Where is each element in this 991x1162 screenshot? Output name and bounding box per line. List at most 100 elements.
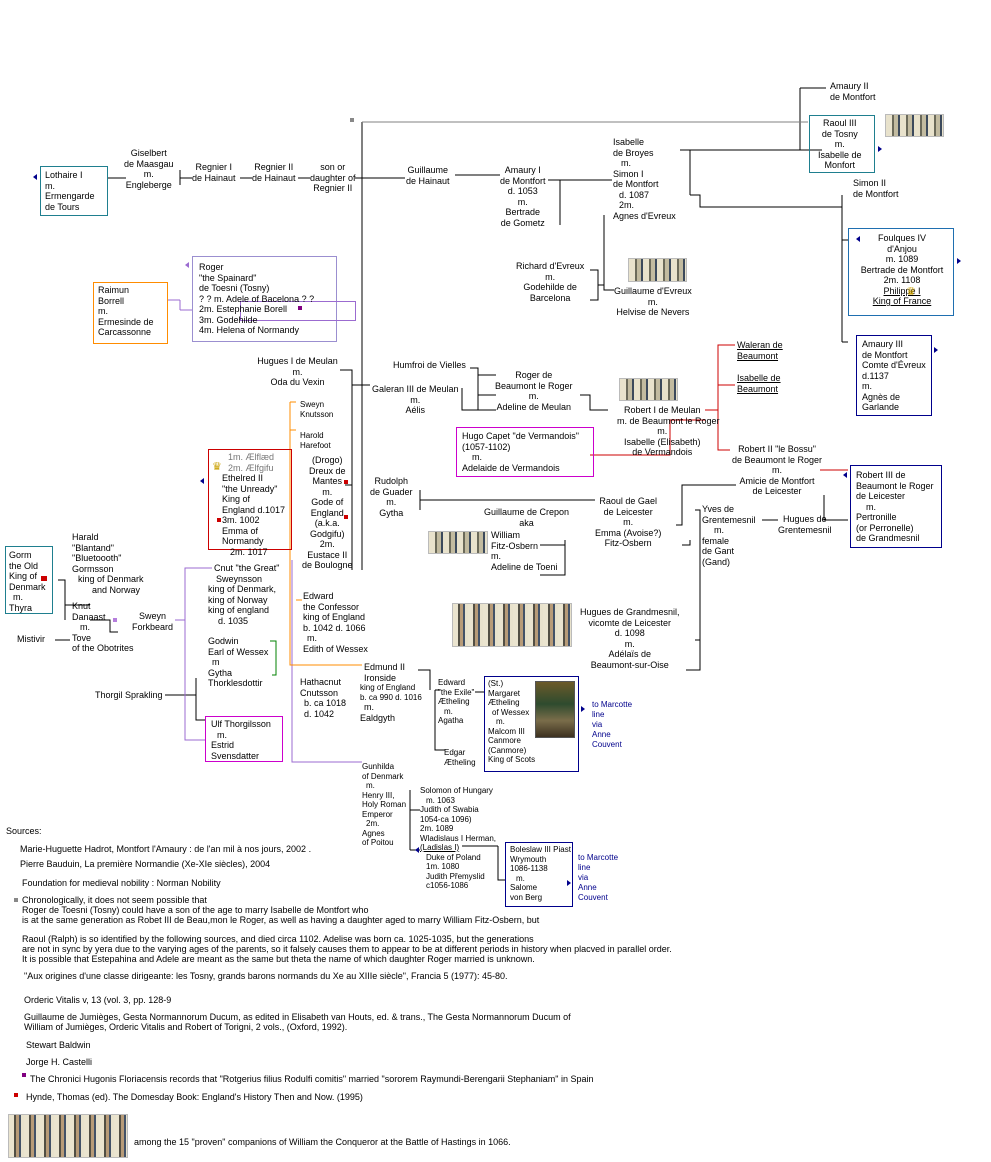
person-hugo-capet[interactable]: Hugo Capet "de Vermandois"(1057-1102)m.A…	[462, 431, 579, 473]
person-mistivir[interactable]: Mistivir	[17, 634, 45, 644]
source-stewart-baldwin-link[interactable]: Stewart Baldwin	[26, 1040, 91, 1050]
left-arrow-icon[interactable]	[185, 262, 189, 268]
left-arrow-icon[interactable]	[856, 236, 860, 242]
person-hugues-grandmesnil[interactable]: Hugues de Grandmesnil,vicomte de Leicest…	[580, 607, 680, 670]
marker-grey	[350, 118, 354, 122]
source-medieval-nobility-link[interactable]: Foundation for medieval nobility : Norma…	[22, 878, 221, 888]
source-chronology-note: Chronologically, it does not seem possib…	[22, 895, 540, 925]
marker-purple	[298, 306, 302, 310]
right-arrow-icon[interactable]	[567, 880, 571, 886]
right-arrow-icon[interactable]	[934, 347, 938, 353]
robert-3-box	[850, 465, 942, 548]
right-arrow-icon[interactable]	[878, 146, 882, 152]
denmark-flag-icon	[40, 575, 48, 582]
left-arrow-icon[interactable]	[843, 472, 847, 478]
ethelred-box	[208, 449, 292, 550]
source-castelli-link[interactable]: Jorge H. Castelli	[26, 1057, 93, 1067]
person-thorgil[interactable]: Thorgil Sprakling	[95, 690, 163, 700]
left-arrow-icon[interactable]	[200, 478, 204, 484]
margaret-box	[484, 676, 579, 772]
bayeux-tapestry-image	[8, 1114, 128, 1158]
bayeux-tapestry-image	[628, 258, 687, 282]
bayeux-tapestry-image	[619, 378, 678, 401]
foulques-box	[848, 228, 954, 316]
lothaire-box	[40, 166, 108, 216]
crown-icon: ♛	[906, 286, 916, 298]
person-robert-2[interactable]: Robert II "le Bossu"de Beaumont le Roger…	[732, 444, 823, 496]
bayeux-tapestry-image	[885, 114, 944, 137]
raoul-3-box	[809, 115, 875, 173]
marker-purple	[22, 1073, 26, 1077]
marker-red	[14, 1093, 18, 1097]
roger-box	[192, 256, 337, 342]
left-arrow-icon[interactable]	[415, 847, 419, 853]
saint-margaret-portrait	[535, 681, 575, 738]
sources-heading: Sources:	[6, 826, 42, 836]
person-humfroi[interactable]: Humfroi de Vielles	[393, 360, 466, 370]
source-bauduin: Pierre Bauduin, La première Normandie (X…	[20, 859, 271, 869]
right-arrow-icon[interactable]	[957, 258, 961, 264]
marker-red	[344, 480, 348, 484]
source-hadrot: Marie-Huguette Hadrot, Montfort l'Amaury…	[20, 844, 312, 854]
marker-purple	[113, 618, 117, 622]
gorm-box	[5, 546, 53, 614]
right-arrow-icon[interactable]	[581, 706, 585, 712]
bayeux-tapestry-image	[452, 603, 572, 647]
hugo-capet-box	[456, 427, 594, 477]
person-roger-tosny[interactable]: Roger"the Spainard"de Toesni (Tosny)? ? …	[199, 262, 315, 335]
left-arrow-icon[interactable]	[33, 174, 37, 180]
source-jumieges: Guillaume de Jumièges, Gesta Normannorum…	[24, 1012, 571, 1032]
